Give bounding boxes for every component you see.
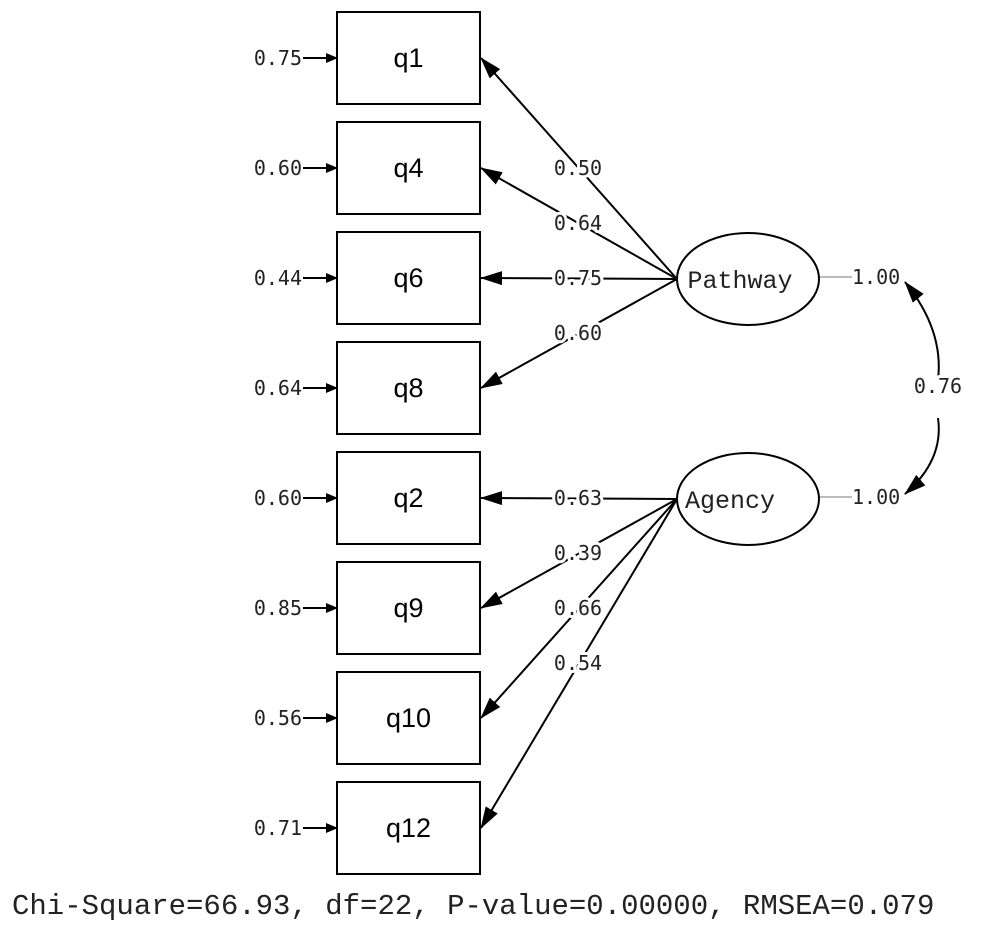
error-q10: 0.56 — [254, 706, 338, 730]
loading-arrow — [480, 167, 678, 280]
latent-pathway-ellipse — [676, 232, 820, 326]
observed-q4: q4 — [336, 121, 481, 215]
loading-q9: 0.39 — [480, 498, 678, 609]
latent-agency: Agency 1.00 — [676, 452, 900, 546]
loading-q2: 0.63 — [480, 483, 678, 513]
observed-label: q4 — [393, 153, 423, 183]
loading-arrow — [480, 57, 678, 280]
error-q9: 0.85 — [254, 596, 338, 620]
correlation-arc — [904, 281, 940, 381]
error-q1: 0.75 — [254, 46, 338, 70]
loading-arrow — [480, 498, 678, 719]
correlation-value: 0.76 — [914, 374, 962, 398]
observed-q1: q1 — [336, 11, 481, 105]
loading-q6: 0.75 — [480, 263, 678, 293]
latent-agency-ellipse — [676, 452, 820, 546]
observed-box — [336, 11, 481, 105]
observed-label: q1 — [393, 43, 423, 73]
loading-value: 0.64 — [554, 211, 602, 235]
error-q8: 0.64 — [254, 376, 338, 400]
loading-arrow — [480, 491, 678, 506]
observed-box — [336, 781, 481, 875]
error-value: 0.75 — [254, 46, 302, 70]
observed-label: q9 — [393, 593, 423, 623]
loading-arrow — [480, 498, 678, 609]
observed-q12: q12 — [336, 781, 481, 875]
loading-value: 0.63 — [554, 486, 602, 510]
observed-q2: q2 — [336, 451, 481, 545]
loading-value: 0.50 — [554, 156, 602, 180]
latent-pathway-variance: 1.00 — [852, 265, 900, 289]
error-value: 0.85 — [254, 596, 302, 620]
observed-label: q10 — [386, 703, 431, 733]
error-value: 0.60 — [254, 156, 302, 180]
error-q12: 0.71 — [254, 816, 338, 840]
factor-loadings: 0.50 0.64 0.75 0.60 0.63 0.39 0.66 0.54 — [480, 57, 678, 829]
observed-variables: q1 q4 q6 q8 q2 q9 q10 q12 — [336, 11, 481, 875]
observed-q8: q8 — [336, 341, 481, 435]
latent-pathway-label: Pathway — [687, 267, 792, 296]
latent-agency-variance: 1.00 — [852, 485, 900, 509]
observed-q9: q9 — [336, 561, 481, 655]
error-value: 0.56 — [254, 706, 302, 730]
latent-pathway: Pathway 1.00 — [676, 232, 900, 326]
observed-q6: q6 — [336, 231, 481, 325]
factor-correlation: 0.76 — [904, 281, 965, 495]
observed-q10: q10 — [336, 671, 481, 765]
observed-box — [336, 671, 481, 765]
loading-q8: 0.60 — [480, 278, 678, 389]
error-variances: 0.75 0.60 0.44 0.64 0.60 0.85 0.56 0.71 — [254, 46, 338, 840]
observed-label: q8 — [393, 373, 423, 403]
latent-agency-label: Agency — [685, 487, 775, 516]
error-q2: 0.60 — [254, 486, 338, 510]
loading-arrow — [480, 498, 678, 829]
error-value: 0.71 — [254, 816, 302, 840]
loading-arrow — [480, 271, 678, 286]
loading-value: 0.66 — [554, 596, 602, 620]
loading-value: 0.60 — [554, 321, 602, 345]
loading-q10: 0.66 — [480, 498, 678, 719]
loading-value: 0.54 — [554, 651, 602, 675]
loading-arrow — [480, 278, 678, 389]
loading-value: 0.75 — [554, 266, 602, 290]
error-q6: 0.44 — [254, 266, 338, 290]
observed-label: q6 — [393, 263, 423, 293]
observed-label: q12 — [386, 813, 431, 843]
fit-statistics: Chi-Square=66.93, df=22, P-value=0.00000… — [12, 890, 934, 923]
loading-q1: 0.50 — [480, 57, 678, 280]
observed-label: q2 — [393, 483, 423, 513]
correlation-arc-lower — [904, 417, 940, 495]
observed-box — [336, 451, 481, 545]
error-value: 0.64 — [254, 376, 302, 400]
error-value: 0.60 — [254, 486, 302, 510]
loading-q12: 0.54 — [480, 498, 678, 829]
error-value: 0.44 — [254, 266, 302, 290]
error-q4: 0.60 — [254, 156, 338, 180]
loading-value: 0.39 — [554, 541, 602, 565]
loading-q4: 0.64 — [480, 167, 678, 280]
observed-box — [336, 231, 481, 325]
